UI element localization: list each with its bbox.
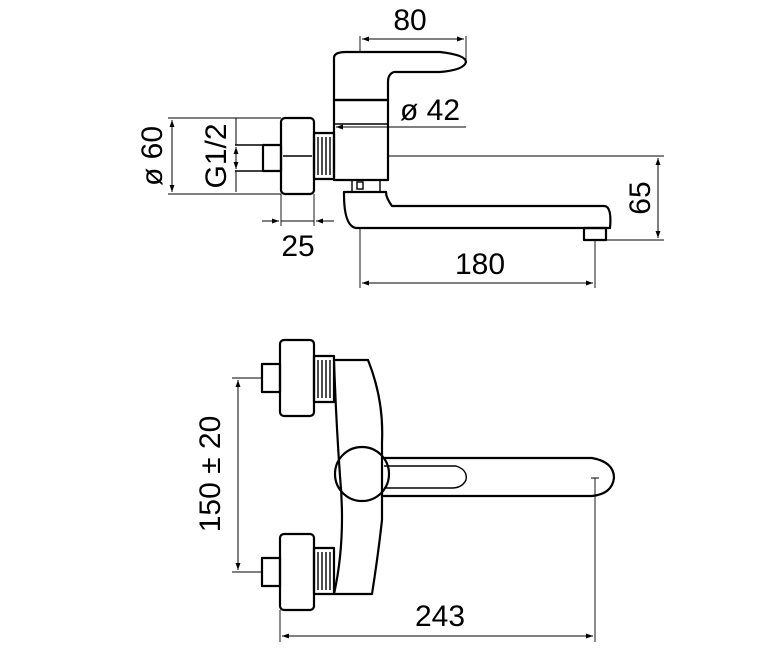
label-lever-width: 80	[393, 4, 426, 37]
label-total-reach: 243	[415, 600, 465, 633]
dim-flange-depth: 25	[262, 194, 334, 263]
lower-connection	[260, 532, 336, 612]
top-view: 150 ± 20 243	[194, 338, 616, 642]
inlet-connector	[235, 143, 283, 173]
label-spout-height: 65	[624, 181, 657, 214]
dim-lever-width: 80	[359, 4, 467, 60]
upper-connection	[260, 338, 336, 418]
lever-handle	[332, 50, 468, 102]
dim-spout-height: 65	[388, 155, 664, 241]
label-spout-reach: 180	[455, 248, 505, 281]
dim-thread: G1/2	[200, 118, 239, 192]
spout-aerator	[582, 226, 608, 242]
mixer-body	[332, 98, 390, 182]
dim-total-reach: 243	[279, 477, 599, 642]
label-flange-diameter: ø 60	[136, 126, 169, 186]
spout-connector	[351, 179, 381, 193]
dim-body-diameter: ø 42	[336, 94, 466, 130]
dim-flange-diameter: ø 60	[136, 117, 281, 195]
label-center-distance: 150 ± 20	[194, 416, 227, 533]
label-flange-depth: 25	[281, 230, 314, 263]
side-view: 80 ø 42 ø 60 G1/2 25	[136, 4, 664, 288]
top-body	[332, 358, 384, 596]
top-spout	[380, 456, 616, 498]
dim-center-distance: 150 ± 20	[194, 377, 262, 573]
eccentric-nut	[312, 131, 336, 181]
label-body-diameter: ø 42	[400, 94, 460, 127]
top-lever-knob	[333, 445, 391, 503]
dim-spout-reach: 180	[359, 228, 596, 288]
label-thread: G1/2	[200, 123, 233, 188]
spout	[342, 190, 612, 230]
